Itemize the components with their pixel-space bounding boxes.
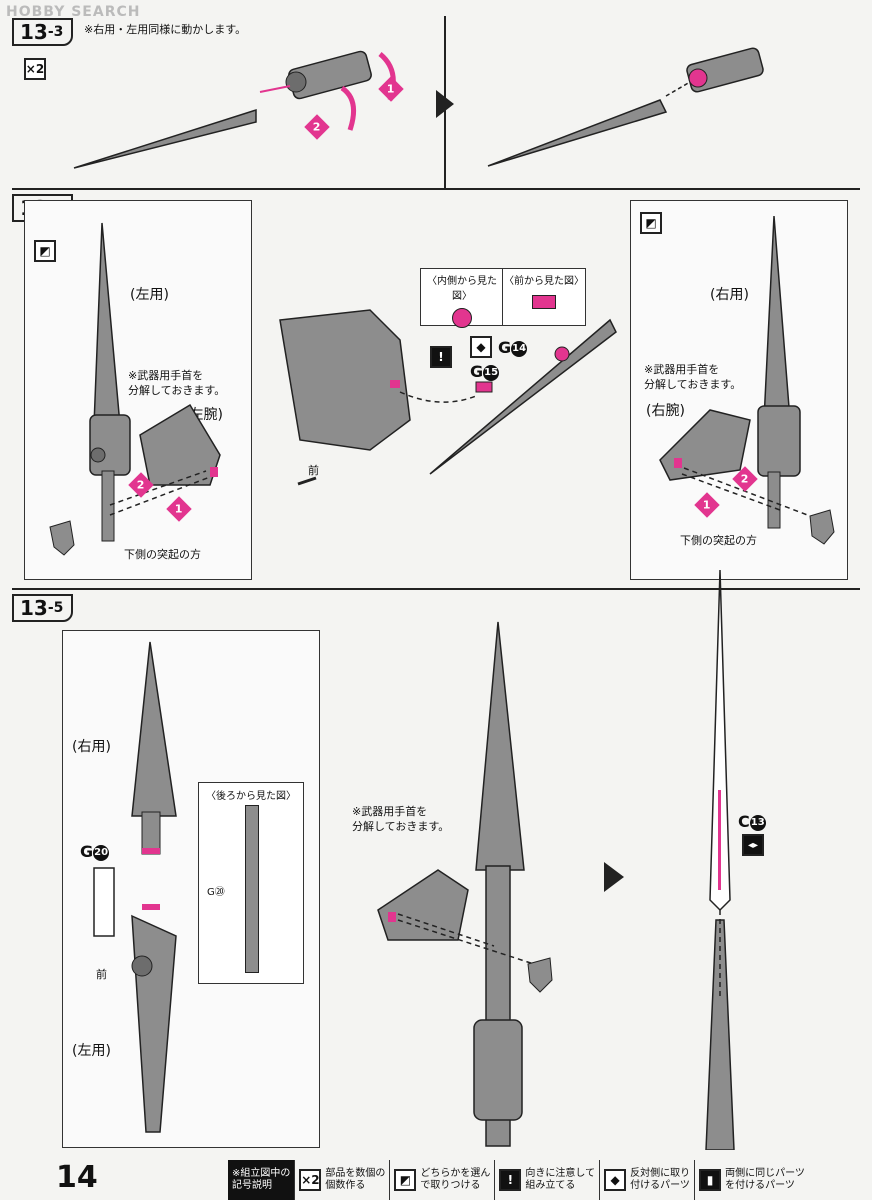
legend-text: 反対側に取り 付けるパーツ — [630, 1168, 691, 1191]
left-use-label: (左用) — [72, 1043, 111, 1059]
legend-head: ※組立図中の 記号説明 — [228, 1160, 295, 1200]
legend-text: 両側に同じパーツ を付けるパーツ — [725, 1168, 805, 1191]
handle-blade — [705, 919, 735, 1150]
left-bottom-label: 下側の突起の方 — [124, 548, 201, 561]
left-panel-illustration — [49, 222, 221, 556]
step-major: 13 — [20, 20, 48, 44]
back-view-part: G⑳ — [207, 887, 225, 898]
section-divider-2 — [12, 588, 860, 590]
step-minor: -5 — [47, 600, 64, 616]
view-inner-label: 〈内側から見た図〉 — [427, 276, 497, 302]
back-view-label: 〈後ろから見た図〉 — [206, 791, 296, 802]
attention-icon: ! — [430, 346, 452, 368]
blade-part — [429, 318, 617, 475]
view-front-box: 〈前から見た図〉 — [502, 268, 586, 326]
left-panel-note: ※武器用手首を 分解しておきます。 — [128, 369, 226, 397]
right-use-label: (右用) — [710, 287, 749, 303]
blade-assembled — [475, 621, 525, 871]
handle-part — [285, 50, 372, 100]
blade-lower — [131, 914, 177, 1133]
grip-part — [527, 957, 553, 993]
next-arrow-icon — [604, 862, 624, 892]
qty-x2-icon: ×2 — [24, 58, 46, 80]
step-minor: -3 — [47, 24, 64, 40]
view-front-label: 〈前から見た図〉 — [504, 276, 584, 287]
grip-part — [809, 509, 835, 545]
legend-text: 向きに注意して 組み立てる — [525, 1168, 596, 1191]
choose-either-icon: ◩ — [34, 240, 56, 262]
right-bottom-label: 下側の突起の方 — [680, 534, 757, 547]
hand-part — [659, 409, 751, 481]
legend-item-attention: ! 向きに注意して 組み立てる — [494, 1160, 599, 1200]
front-direction-label: 前 — [96, 968, 107, 981]
both-sides-icon: ◂▸ — [742, 834, 764, 856]
choose-either-icon: ◩ — [394, 1169, 417, 1191]
blade-part — [73, 108, 257, 169]
part-g20-shape — [93, 867, 115, 937]
qty-x2-icon: ×2 — [299, 1169, 322, 1191]
watermark: HOBBY SEARCH — [6, 4, 141, 20]
step-13-3-illustration — [73, 47, 764, 169]
opposite-side-icon: ◆ — [470, 336, 492, 358]
right-arm-label: (右腕) — [646, 403, 685, 419]
legend-item-opposite: ◆ 反対側に取り 付けるパーツ — [599, 1160, 694, 1200]
choose-either-icon: ◩ — [640, 212, 662, 234]
detail-illustration — [93, 641, 177, 1133]
section-divider-1 — [12, 188, 860, 190]
step-13-3-tab: 13-3 — [12, 18, 74, 46]
left-panel — [24, 200, 252, 580]
legend-item-qty: ×2 部品を数個の 個数作る — [294, 1160, 389, 1200]
legend-item-both: ▮ 両側に同じパーツ を付けるパーツ — [694, 1160, 809, 1200]
part-g15: G15 — [470, 362, 500, 381]
right-use-label: (右用) — [72, 739, 111, 755]
hand-part — [377, 869, 469, 941]
right-panel-note: ※武器用手首を 分解しておきます。 — [644, 363, 742, 391]
opposite-side-icon: ◆ — [604, 1169, 627, 1191]
right-panel-illustration — [659, 215, 835, 545]
part-c13: C13 — [738, 812, 766, 831]
part-g20: G20 — [80, 842, 110, 861]
move-arrow — [259, 85, 291, 93]
blade-upper — [131, 641, 177, 817]
legend-item-choose: ◩ どちらかを選ん で取りつける — [389, 1160, 494, 1200]
grip-part — [49, 520, 75, 556]
front-direction-label: 前 — [308, 464, 319, 477]
next-arrow-icon — [436, 90, 454, 118]
step-major: 13 — [20, 596, 48, 620]
blade-part — [93, 222, 121, 426]
step-13-5-note: ※武器用手首を 分解しておきます。 — [352, 805, 450, 833]
blade-assembled — [487, 99, 668, 167]
attention-icon: ! — [499, 1169, 522, 1191]
torso-part — [279, 309, 411, 451]
hand-part — [139, 403, 221, 486]
left-use-label: (左用) — [130, 287, 169, 303]
back-view-box: 〈後ろから見た図〉 G⑳ — [198, 782, 304, 984]
assembly-illustration — [377, 621, 553, 1147]
view-inner-box: 〈内側から見た図〉 — [420, 268, 504, 328]
symbol-legend: ※組立図中の 記号説明 ×2 部品を数個の 個数作る ◩ どちらかを選ん で取り… — [228, 1160, 872, 1200]
both-sides-icon: ▮ — [699, 1169, 722, 1191]
legend-text: どちらかを選ん で取りつける — [420, 1168, 491, 1191]
step-13-5-tab: 13-5 — [12, 594, 74, 622]
final-sword-illustration — [705, 570, 735, 1150]
arrow-2 — [340, 85, 357, 131]
page-number: 14 — [56, 1160, 98, 1195]
legend-text: 部品を数個の 個数作る — [325, 1168, 386, 1191]
step-13-3-note: ※右用・左用同様に動かします。 — [84, 23, 247, 36]
blade-part — [763, 215, 791, 421]
part-g14: G14 — [498, 338, 528, 357]
center-illustration — [279, 309, 617, 486]
